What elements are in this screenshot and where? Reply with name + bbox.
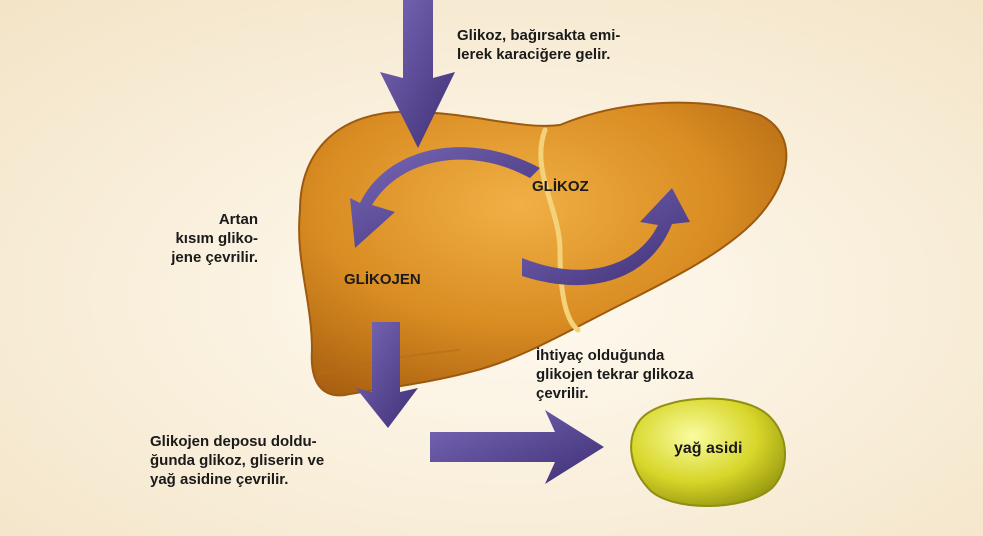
fatty-acid-droplet: [630, 397, 786, 507]
arrow-glucose-to-glycogen: [350, 147, 540, 248]
glycogen-label: GLİKOJEN: [344, 271, 421, 288]
glucose-label: GLİKOZ: [532, 178, 589, 195]
storage-full-annotation: Glikojen deposu doldu- ğunda glikoz, gli…: [150, 433, 325, 488]
liver-lobe-line: [538, 127, 581, 333]
fatty-acid-label: yağ asidi: [674, 440, 743, 457]
arrow-storage-full: [356, 322, 418, 428]
arrow-glucose-intake: [380, 0, 455, 148]
intake-annotation: Glikoz, bağırsakta emi- lerek karaciğere…: [457, 27, 621, 63]
need-annotation: İhtiyaç olduğunda glikojen tekrar glikoz…: [536, 347, 694, 402]
arrow-glycogen-to-glucose: [522, 188, 690, 286]
excess-annotation: Artan kısım gliko- jene çevrilir.: [171, 211, 258, 266]
arrow-to-fatty-acid: [430, 410, 604, 484]
liver: [298, 101, 788, 397]
